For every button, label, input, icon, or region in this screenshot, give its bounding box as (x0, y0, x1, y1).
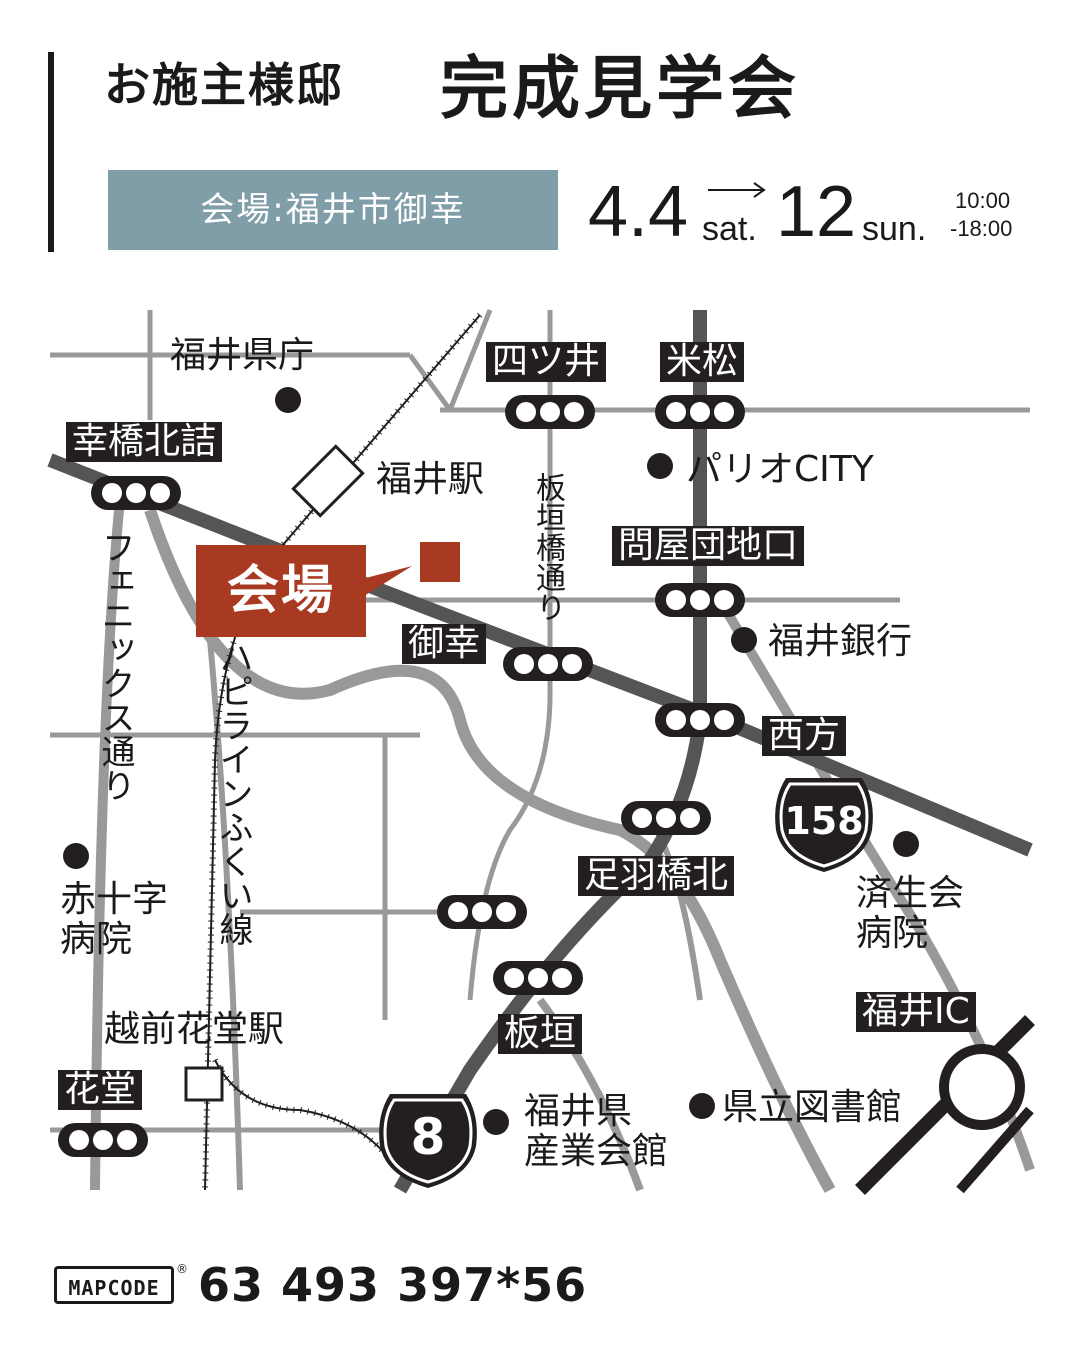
label-miyuki: 御幸 (402, 624, 487, 664)
label-echizen-hanando: 越前花堂駅 (104, 1009, 285, 1050)
title-small: お施主様邸 (104, 58, 344, 112)
label-happiline: ハピラインふくい線 (213, 640, 253, 946)
date-start-dow: sat. (702, 210, 757, 248)
label-itagakibashi-street: 板垣橋通り (530, 472, 565, 622)
label-saiwaibashi-kitazume: 幸橋北詰 (66, 422, 223, 462)
dot-fukui-bank (731, 627, 757, 653)
route-158-label: 158 (784, 799, 863, 843)
mapcode-registered-mark: ® (176, 1262, 188, 1276)
minor-road-west (207, 639, 243, 1191)
dot-saiseikai (893, 831, 919, 857)
place-dots (63, 387, 919, 1135)
date-arrow-icon (708, 182, 766, 198)
signal-itagaki-icon (493, 961, 583, 995)
time-start: 10:00 (955, 188, 1011, 213)
dot-library (689, 1093, 715, 1119)
venue-pointer (358, 566, 412, 596)
mapcode-value: 63 493 397*56 (198, 1258, 588, 1312)
route-158-shield-icon: 158 (775, 778, 873, 872)
signal-yotsui-icon (505, 395, 595, 429)
label-pario-city: パリオCITY (686, 449, 874, 490)
dot-prefectural-office (275, 387, 301, 413)
label-itagaki: 板垣 (498, 1014, 583, 1054)
title-big: 完成見学会 (440, 50, 801, 129)
label-library: 県立図書館 (722, 1087, 903, 1128)
date-end-day: 12 (776, 172, 857, 252)
label-saiseikai-line1: 済生会 (856, 873, 965, 914)
date-end-dow: sun. (862, 210, 927, 248)
curving-road (144, 508, 836, 1193)
signal-asuwabashi-icon (621, 801, 711, 835)
signal-nishikata-icon (655, 703, 745, 737)
label-industry-hall-line2: 産業会館 (524, 1131, 669, 1172)
road-minor (447, 309, 493, 411)
signal-hanando-icon (58, 1123, 148, 1157)
venue-marker (420, 542, 460, 582)
signal-yonematsu-icon (655, 395, 745, 429)
label-prefectural-office: 福井県庁 (170, 335, 315, 376)
venue-label: 会場 (196, 545, 366, 637)
mapcode-logo: MAPCODE (54, 1266, 174, 1304)
time-end: -18:00 (950, 216, 1013, 241)
label-industry-hall-line1: 福井県 (524, 1091, 633, 1132)
hanando-station-icon (184, 1066, 224, 1102)
signal-toiyadanchi-icon (655, 583, 745, 617)
label-yotsui: 四ツ井 (486, 342, 607, 382)
signal-miyuki-icon (503, 647, 593, 681)
route-8-label: 8 (411, 1108, 446, 1166)
itagakibashi-road (467, 310, 553, 1001)
traffic-signals (58, 395, 745, 1157)
label-phoenix-street: フェニックス通り (95, 530, 135, 802)
road-minor (407, 353, 453, 412)
label-hanando: 花堂 (58, 1070, 143, 1110)
label-red-cross-line1: 赤十字 (60, 879, 169, 920)
dot-pario-city (647, 453, 673, 479)
venue-banner: 会場:福井市御幸 (108, 170, 558, 250)
dot-red-cross (63, 843, 89, 869)
dot-industry-hall (483, 1109, 509, 1135)
date-start-day: 4.4 (588, 172, 689, 252)
label-asuwabashi-kita: 足羽橋北 (578, 856, 735, 896)
fukui-station-icon (291, 444, 365, 518)
signal-saiwaibashi-icon (91, 476, 181, 510)
ic-loop (939, 1044, 1025, 1130)
label-fukui-station: 福井駅 (376, 459, 485, 500)
label-toiyadanchi: 問屋団地口 (612, 526, 805, 566)
label-fukui-ic: 福井IC (856, 992, 976, 1032)
expressway-branch (956, 1106, 1034, 1194)
label-nishikata: 西方 (762, 716, 847, 756)
signal-west-icon (437, 895, 527, 929)
header-accent-bar (48, 52, 54, 252)
label-fukui-bank: 福井銀行 (768, 621, 913, 662)
label-red-cross-line2: 病院 (60, 919, 133, 960)
phoenix-road (90, 499, 125, 1191)
route-8-shield-icon: 8 (379, 1094, 477, 1188)
label-yonematsu: 米松 (660, 342, 745, 382)
label-saiseikai-line2: 病院 (856, 913, 929, 954)
